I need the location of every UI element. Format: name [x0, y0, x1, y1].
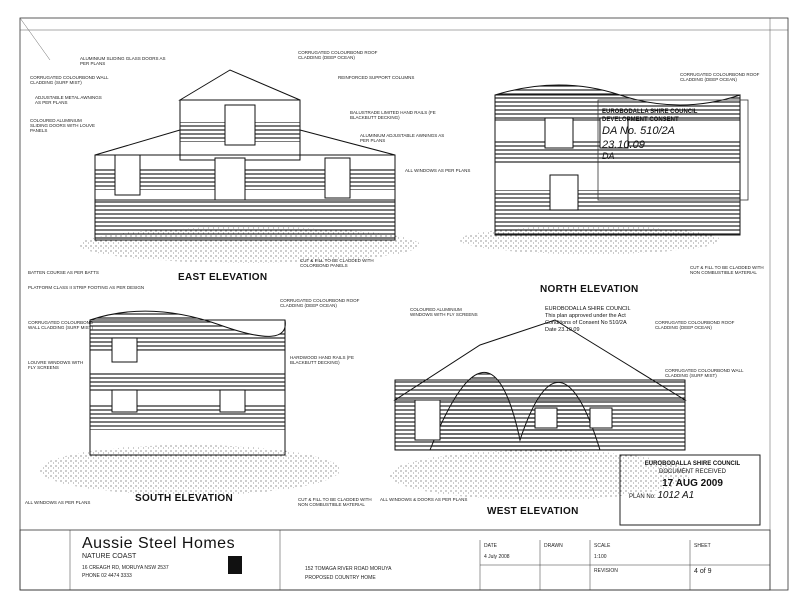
west-elevation-drawing [390, 319, 690, 500]
sheet-value: 4 of 9 [694, 568, 712, 575]
drawn-label: DRAWN [544, 543, 563, 549]
note-east-awnings: ALUMINIUM ADJUSTABLE AWNINGS AS PER PLAN… [360, 133, 445, 143]
received-stamp-plan-no: 1012 A1 [657, 490, 695, 501]
date-value: 4 July 2008 [484, 554, 510, 560]
received-stamp-line1: EUROBODALLA SHIRE COUNCIL [644, 461, 741, 467]
east-elevation-title: EAST ELEVATION [178, 272, 268, 283]
scale-label: SCALE [594, 543, 611, 549]
note-west-cladding: CORRUGATED COLOURBOND WALL CLADDING (SUR… [665, 368, 744, 378]
note-east-cladding: CORRUGATED COLOURBOND WALL CLADDING (SUR… [30, 75, 109, 85]
consent-stamp-line1: EUROBODALLA SHIRE COUNCIL [602, 109, 698, 115]
note-east-adjustable: ADJUSTABLE METAL AWNINGS AS PER PLANS [35, 95, 102, 105]
north-elevation-title: NORTH ELEVATION [540, 284, 639, 295]
title-block-frame [19, 529, 771, 591]
date-label: DATE [484, 543, 497, 549]
note-east-balustrade: BALUSTRADE LIMITED HAND RAILS (FE BLACKB… [350, 110, 436, 120]
consent-stamp-box [597, 99, 749, 201]
received-stamp-date: 17 AUG 2009 [662, 478, 723, 489]
note-south-handrails: HARDWOOD HAND RAILS (FE BLACKBUTT DECKIN… [290, 355, 355, 365]
note-east-sliding: ALUMINIUM SLIDING GLASS DOORS AS PER PLA… [80, 56, 166, 66]
note-east-steel-col: REINFORCED SUPPORT COLUMNS [338, 75, 415, 80]
received-stamp-box [619, 454, 761, 526]
note-east-columns: COLOURED ALUMINIUM SLIDING DOORS WITH LO… [30, 118, 96, 133]
scale-value: 1:100 [594, 554, 607, 560]
note-south-cutfill: CUT & FILL TO BE CLADDED WITH NON COMBUS… [298, 497, 372, 507]
note-west-all-windows: ALL WINDOWS & DOORS AS PER PLANS [380, 497, 468, 502]
consent-stamp: EUROBODALLA SHIRE COUNCIL DEVELOPMENT CO… [602, 108, 747, 161]
consent-stamp-sig: DA [602, 151, 615, 161]
company-name: Aussie Steel Homes [82, 535, 236, 552]
note-west-roof: CORRUGATED COLOURBOND ROOF CLADDING (DEE… [655, 320, 735, 330]
company-tagline: NATURE COAST [82, 553, 137, 560]
west-stamp-line1: EUROBODALLA SHIRE COUNCIL [545, 306, 631, 312]
west-stamp-line3: Conditions of Consent No 510/2A [545, 320, 627, 326]
company-address1: 16 CREAGH RD, MORUYA NSW 2537 [82, 565, 169, 571]
east-elevation-drawing [80, 69, 420, 263]
note-east-cutfill: CUT & FILL TO BE CLADDED WITH COLORBOND … [300, 258, 374, 268]
note-west-windows: COLOURED ALUMINIUM WINDOWS WITH FLY SCRE… [410, 307, 478, 317]
note-south-windows: ALL WINDOWS AS PER PLANS [25, 500, 91, 505]
logo-mark [228, 556, 242, 574]
note-south-roof: CORRUGATED COLOURBOND ROOF CLADDING (DEE… [280, 298, 360, 308]
project-line1: 152 TOMAGA RIVER ROAD MORUYA [305, 566, 392, 572]
west-stamp-line4: Date 23.10.09 [545, 327, 580, 333]
revision-label: REVISION [594, 568, 618, 574]
received-stamp-plan-label: PLAN No: [629, 494, 656, 500]
south-elevation-title: SOUTH ELEVATION [135, 493, 234, 504]
west-stamp-line2: This plan approved under the Act [545, 313, 626, 319]
sheet-label: SHEET [694, 543, 711, 549]
consent-stamp-line2: DEVELOPMENT CONSENT [602, 117, 679, 123]
note-east-roof: CORRUGATED COLOURBOND ROOF CLADDING (DEE… [298, 50, 378, 60]
west-elevation-title: WEST ELEVATION [487, 506, 579, 517]
west-approval-stamp: EUROBODALLA SHIRE COUNCIL This plan appr… [545, 306, 665, 334]
south-elevation-drawing [40, 310, 340, 495]
note-south-cladding: CORRUGATED COLOURBOND WALL CLADDING (SUR… [28, 320, 94, 330]
note-north-cutfill: CUT & FILL TO BE CLADDED WITH NON COMBUS… [690, 265, 764, 275]
note-east-windows: ALL WINDOWS AS PER PLANS [405, 168, 471, 173]
company-address2: PHONE 02 4474 3333 [82, 573, 132, 579]
note-north-roof: CORRUGATED COLOURBOND ROOF CLADDING (DEE… [680, 72, 760, 82]
note-east-slab: PLATFORM CLASS II STRIP FOOTING AS PER D… [28, 285, 145, 290]
received-stamp-line2: DOCUMENT RECEIVED [659, 469, 726, 475]
sheet-border [19, 17, 789, 591]
project-line2: PROPOSED COUNTRY HOME [305, 575, 376, 581]
north-elevation-drawing [460, 84, 741, 254]
consent-stamp-da-no: DA No. 510/2A [602, 125, 675, 137]
note-east-batt: BATTEN COURSE AS PER BATTS [28, 270, 99, 275]
received-stamp: EUROBODALLA SHIRE COUNCIL DOCUMENT RECEI… [625, 460, 760, 501]
consent-stamp-date: 23.10.09 [602, 139, 645, 151]
note-south-louvre: LOUVRE WINDOWS WITH FLY SCREENS [28, 360, 84, 370]
